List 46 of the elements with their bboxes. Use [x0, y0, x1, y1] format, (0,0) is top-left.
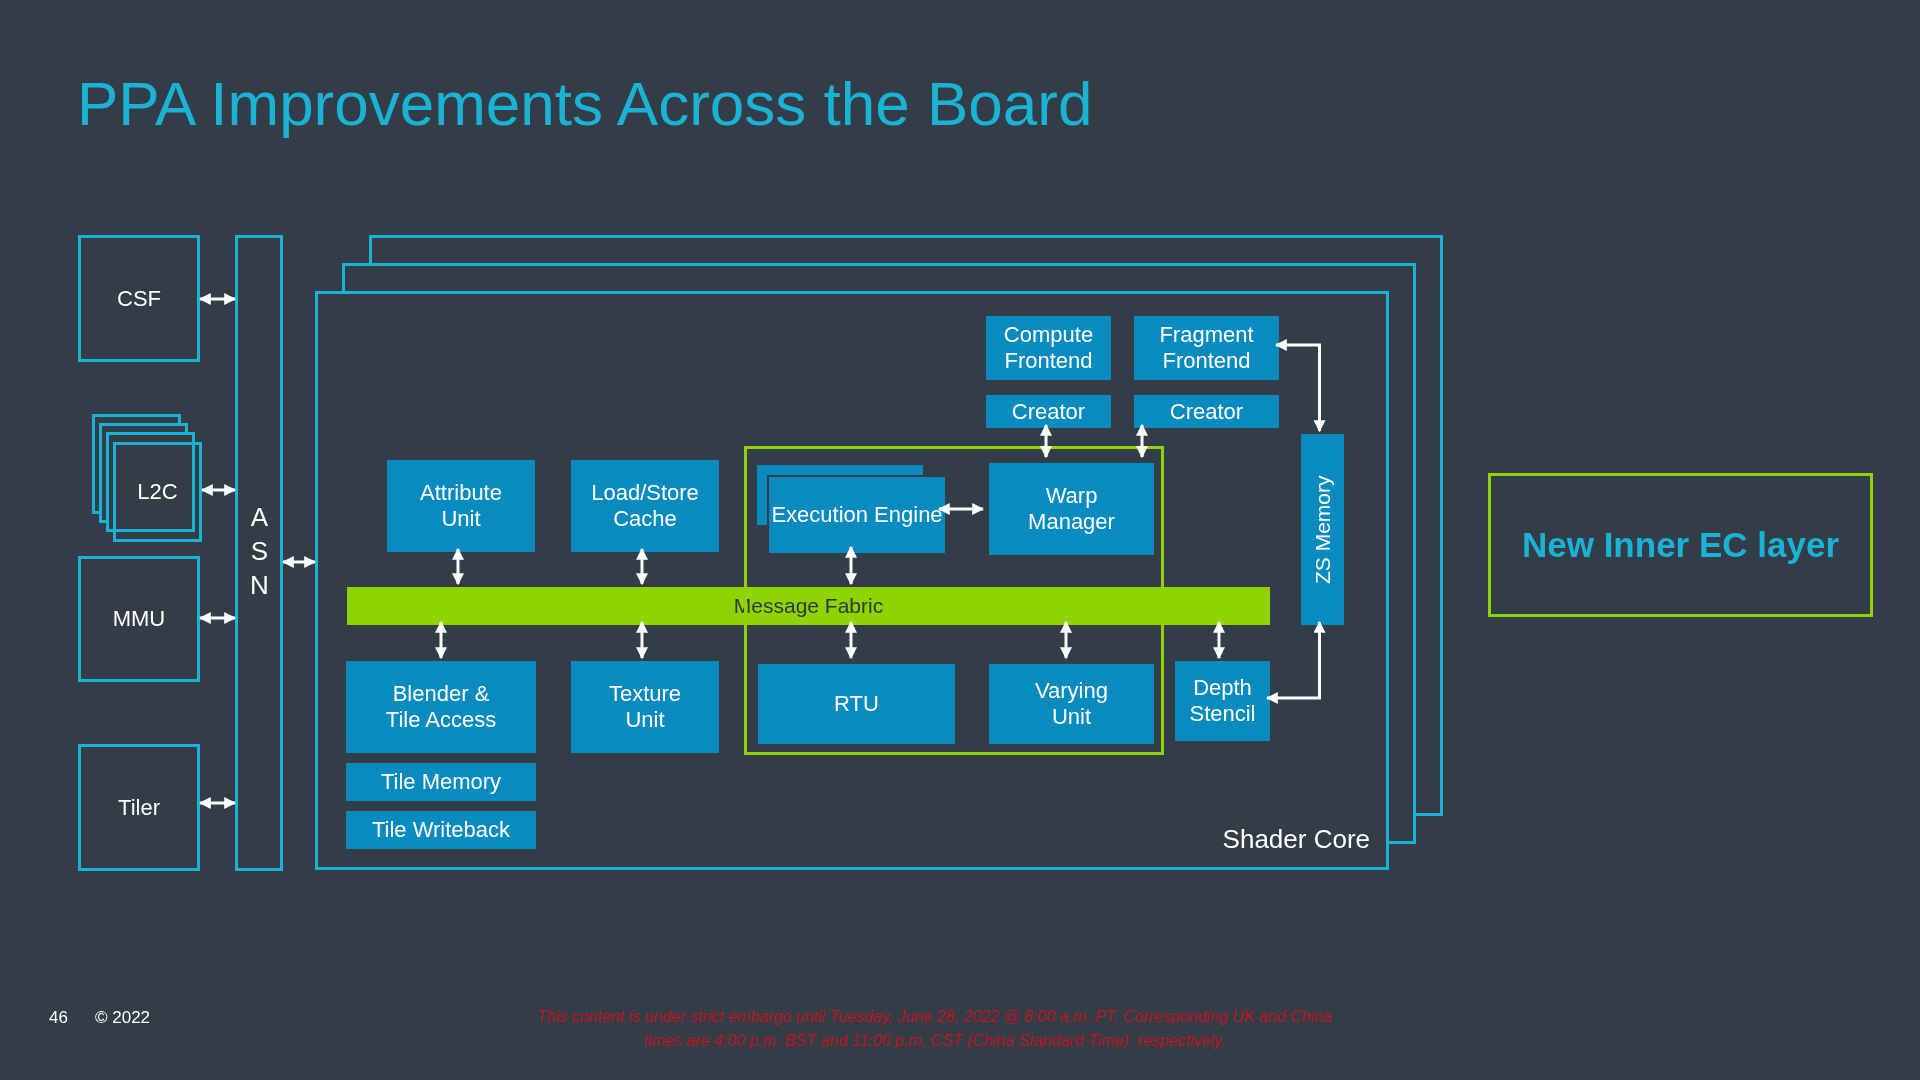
- memory-block: ZS Memory: [1301, 434, 1344, 625]
- arrow: [1213, 620, 1225, 660]
- arrow: [937, 503, 985, 515]
- block-box: L2C: [113, 442, 202, 542]
- arrow: [200, 484, 237, 496]
- block-box: RTU: [758, 664, 955, 744]
- arrow: [1136, 423, 1148, 459]
- page-number: 46: [49, 1008, 68, 1028]
- arrow: [198, 797, 237, 809]
- arrow: [452, 547, 464, 586]
- arrow: [1060, 620, 1072, 660]
- block-box: Blender & Tile Access: [346, 661, 536, 753]
- fabric-bar: Message Fabric: [347, 587, 1270, 625]
- callout-box: New Inner EC layer: [1488, 473, 1873, 617]
- arrow: [1274, 339, 1326, 433]
- block-box: MMU: [78, 556, 200, 682]
- block-box: Creator: [986, 395, 1111, 428]
- block-box: CSF: [78, 235, 200, 362]
- block-box: Attribute Unit: [387, 460, 535, 552]
- arrow: [845, 620, 857, 660]
- block-box: Load/Store Cache: [571, 460, 719, 552]
- arrow: [435, 620, 447, 660]
- block-box: Texture Unit: [571, 661, 719, 753]
- core-frame: [315, 291, 1389, 870]
- block-box: Creator: [1134, 395, 1279, 428]
- copyright-note: © 2022: [95, 1008, 151, 1028]
- block-box: Tile Writeback: [346, 811, 536, 849]
- block-box: Fragment Frontend: [1134, 316, 1279, 380]
- block-box: Varying Unit: [989, 664, 1154, 744]
- slide-title: PPA Improvements Across the Board: [77, 68, 1093, 139]
- frame-label: Shader Core: [1222, 824, 1370, 855]
- block-box: Tile Memory: [346, 763, 536, 801]
- arrow: [636, 620, 648, 660]
- bus-bar: ASN: [235, 235, 283, 871]
- block-box: Warp Manager: [989, 463, 1154, 555]
- arrow: [198, 612, 237, 624]
- arrow: [845, 545, 857, 586]
- block-box: Tiler: [78, 744, 200, 871]
- arrow: [281, 556, 317, 568]
- arrow: [198, 293, 237, 305]
- embargo-note: This content is under strict embargo until Tuesday, June 28, 2022 @ 8:00 a.m. PT. Corresponding UK and China times are 4:00 p.m. BST and 11:00 p.m. CST (China Standard Time), respectively.: [536, 1007, 1334, 1051]
- arrow: [636, 547, 648, 586]
- block-box: Depth Stencil: [1175, 661, 1270, 741]
- arrow: [1040, 423, 1052, 459]
- block-box: Compute Frontend: [986, 316, 1111, 380]
- arrow: [1265, 620, 1326, 704]
